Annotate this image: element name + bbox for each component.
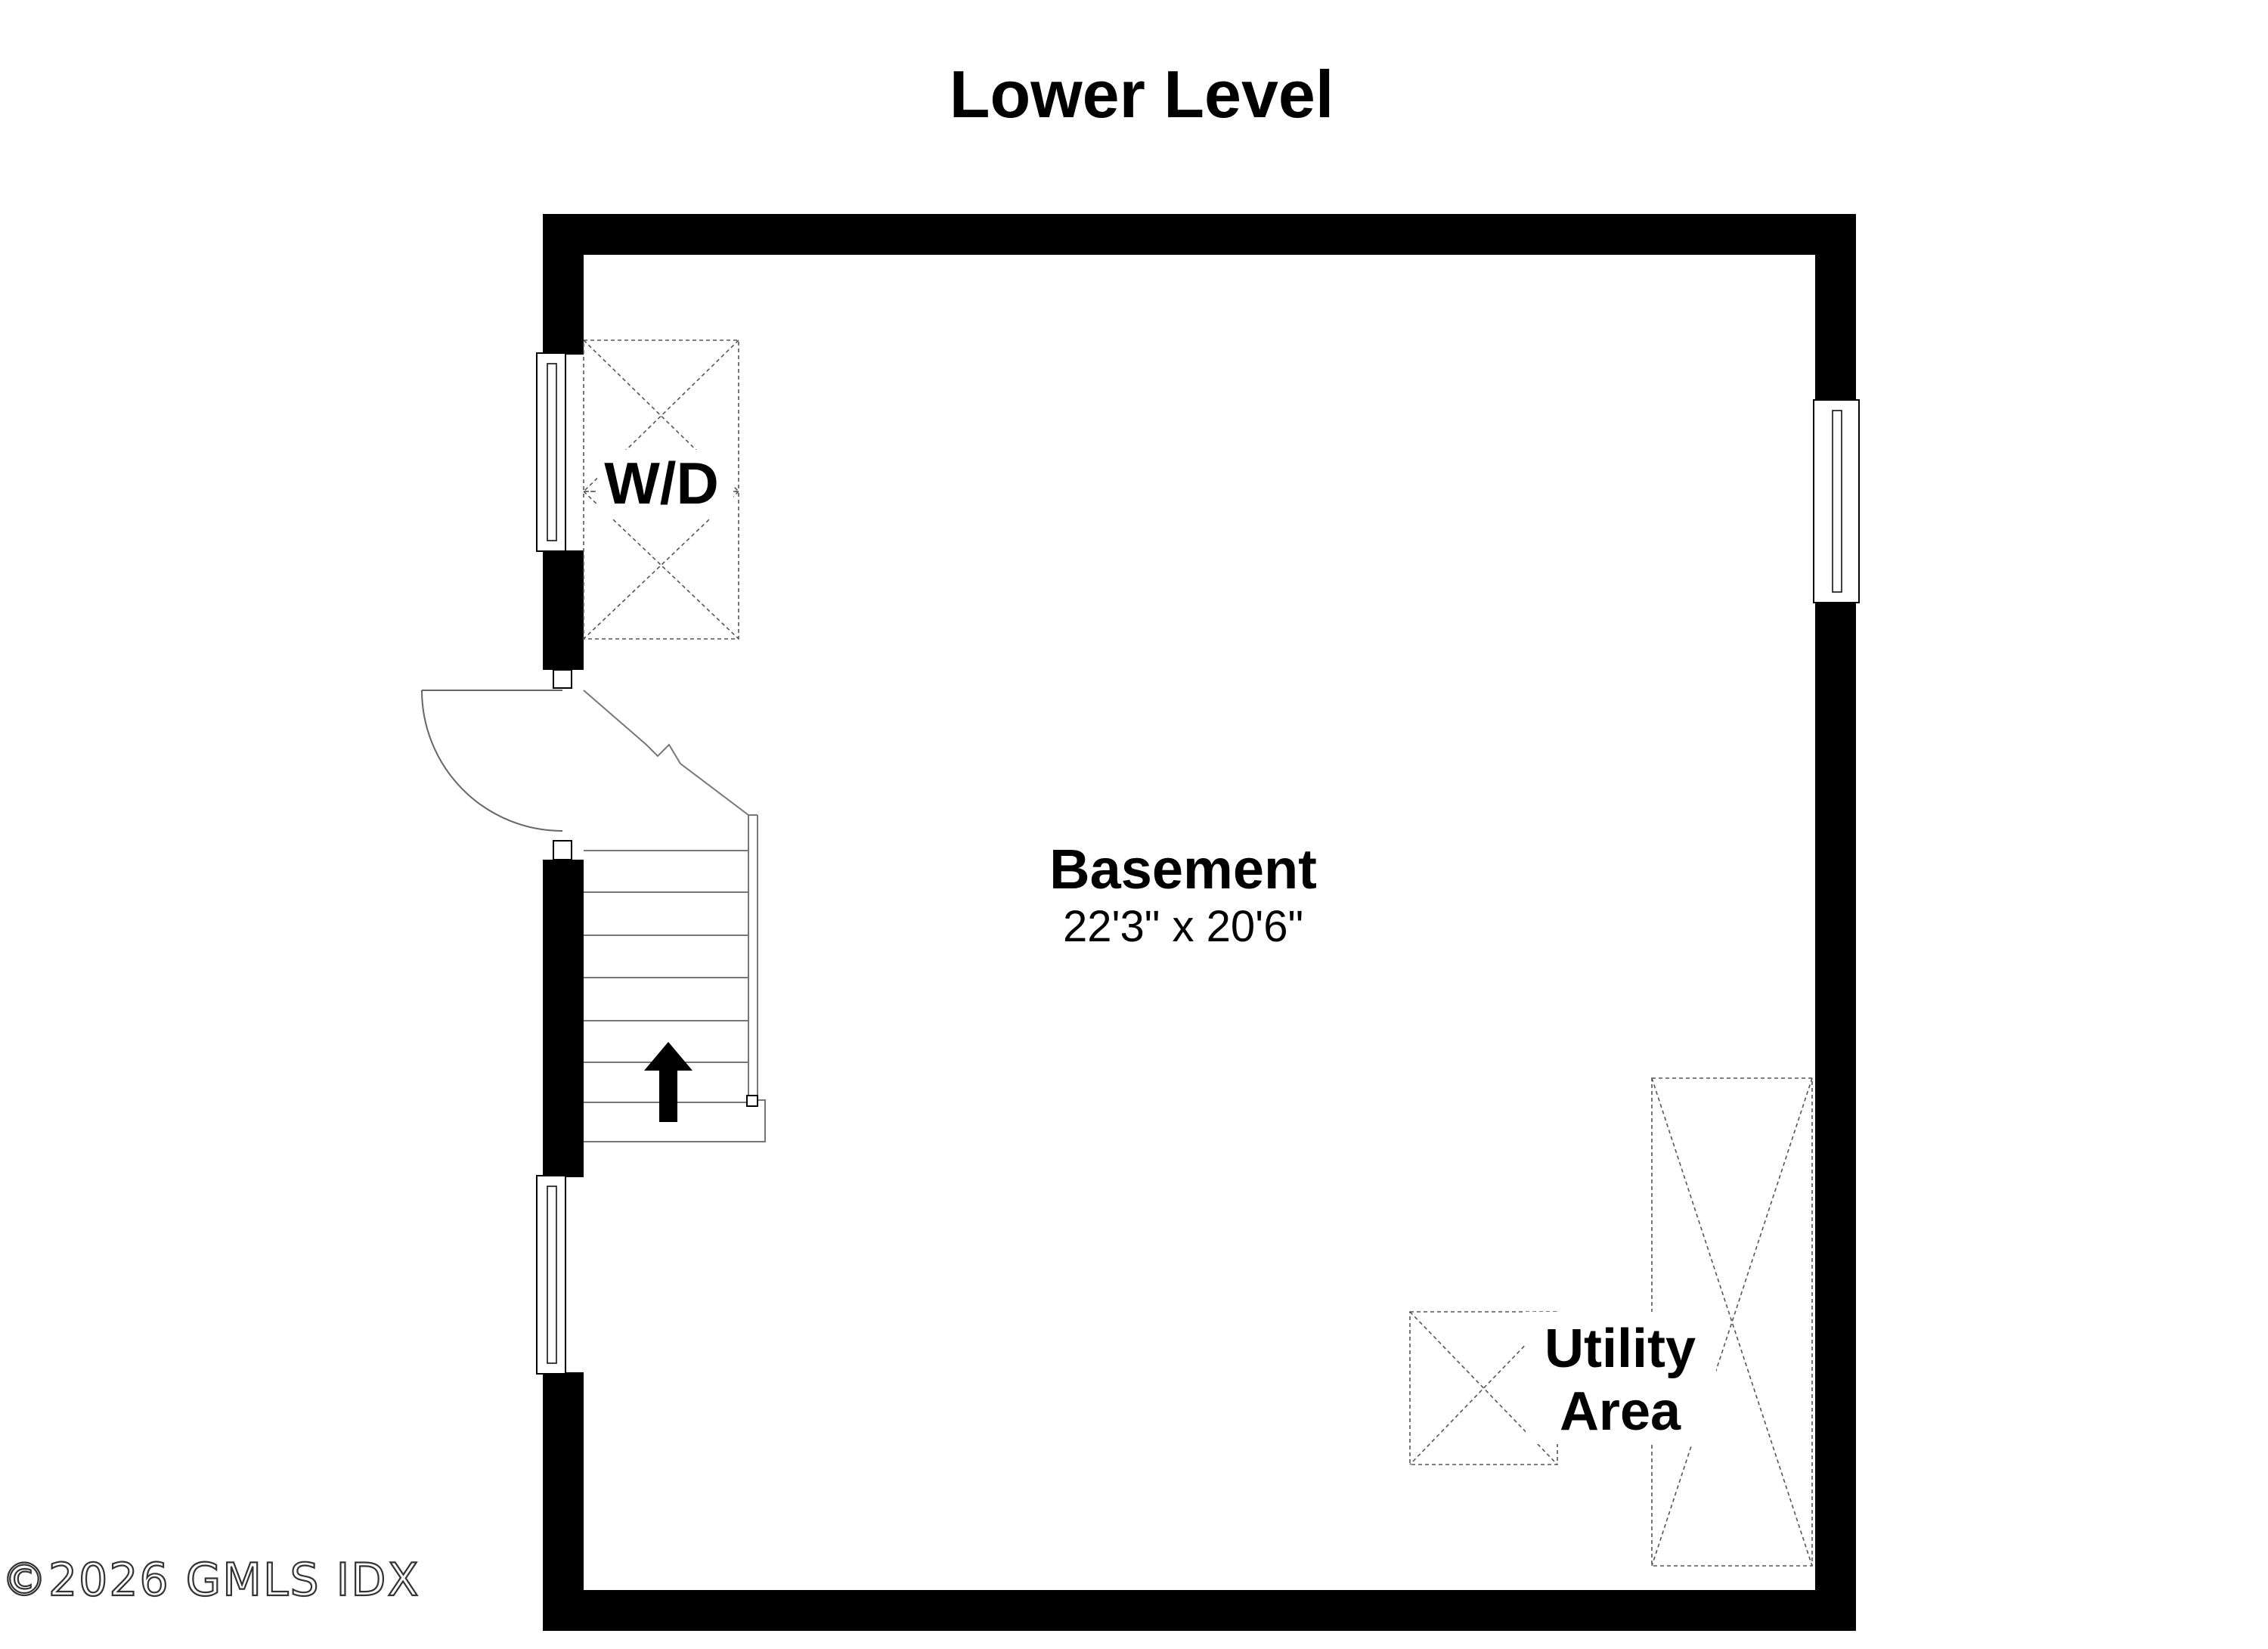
laundry-label: W/D bbox=[604, 450, 719, 516]
arrow-up-icon bbox=[644, 1042, 692, 1122]
wall-right-upper bbox=[1815, 214, 1856, 401]
utility-fixture-tall bbox=[1651, 1077, 1813, 1567]
wall-top bbox=[543, 214, 1856, 255]
basement-dimensions: 22'3" x 20'6" bbox=[1063, 902, 1303, 951]
window-right bbox=[1813, 399, 1860, 603]
wall-left-bottom bbox=[543, 1372, 584, 1631]
wall-right-lower bbox=[1815, 601, 1856, 1631]
wall-left-lower bbox=[543, 860, 584, 1177]
exterior-walls bbox=[543, 214, 1856, 1631]
utility-label-bg bbox=[1526, 1312, 1716, 1444]
laundry-label-bg bbox=[597, 450, 733, 518]
window-left-lower bbox=[536, 1175, 566, 1375]
watermark: ©2026 GMLS IDX bbox=[2, 1554, 420, 1607]
wall-left-mid bbox=[543, 550, 584, 670]
window-left-upper bbox=[536, 352, 566, 552]
utility-label-line2: Area bbox=[1560, 1381, 1681, 1442]
utility-label-line1: Utility bbox=[1545, 1319, 1696, 1379]
basement-label: Basement bbox=[1049, 838, 1317, 900]
floor-title: Lower Level bbox=[950, 57, 1334, 132]
wall-left-top bbox=[543, 214, 584, 355]
wall-bottom bbox=[543, 1590, 1856, 1631]
entry-door bbox=[421, 669, 572, 860]
